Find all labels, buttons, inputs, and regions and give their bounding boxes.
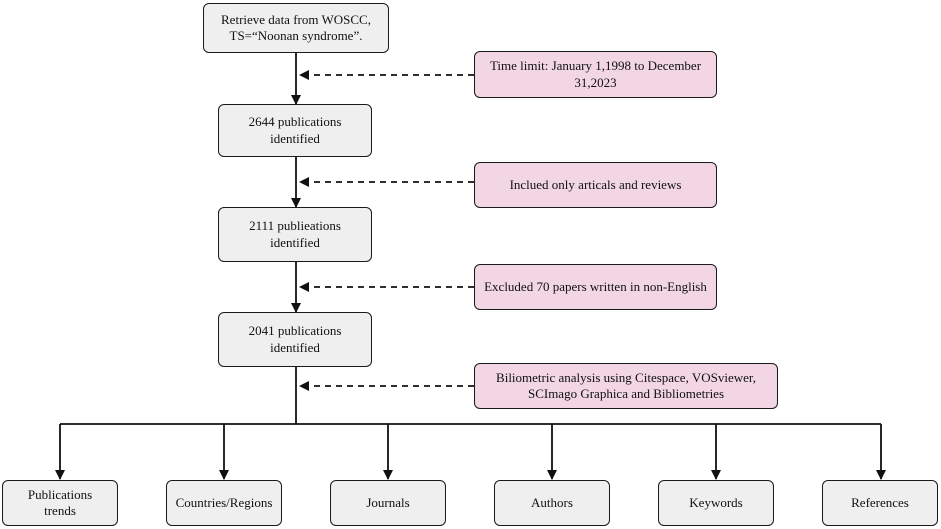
output-references-label: References bbox=[851, 494, 909, 510]
step-2644-publications: 2644 publications identified bbox=[218, 104, 372, 157]
output-countries-regions-label: Countries/Regions bbox=[175, 494, 273, 510]
filter-bibliometric-analysis-label: Biliometric analysis using Citespace, VO… bbox=[496, 369, 756, 401]
output-keywords: Keywords bbox=[658, 480, 774, 526]
step-2111-publications-label: 2111 publieations identified bbox=[249, 218, 341, 250]
filter-articles-reviews-label: Inclued only articals and reviews bbox=[509, 176, 682, 192]
output-references: References bbox=[822, 480, 938, 526]
filter-articles-reviews: Inclued only articals and reviews bbox=[474, 162, 717, 208]
output-publications-trends-label: Publications trends bbox=[27, 486, 93, 518]
filter-time-limit: Time limit: January 1,1998 to December 3… bbox=[474, 51, 717, 98]
filter-non-english-label: Excluded 70 papers written in non-Englis… bbox=[484, 278, 707, 294]
step-2041-publications-label: 2041 publications identified bbox=[248, 323, 342, 355]
filter-bibliometric-analysis: Biliometric analysis using Citespace, VO… bbox=[474, 363, 778, 409]
output-journals-label: Journals bbox=[366, 494, 410, 510]
output-authors-label: Authors bbox=[531, 494, 573, 510]
output-journals: Journals bbox=[330, 480, 446, 526]
step-2111-publications: 2111 publieations identified bbox=[218, 207, 372, 262]
step-2644-publications-label: 2644 publications identified bbox=[248, 114, 342, 146]
filter-time-limit-label: Time limit: January 1,1998 to December 3… bbox=[489, 58, 702, 90]
filter-non-english: Excluded 70 papers written in non-Englis… bbox=[474, 264, 717, 310]
output-publications-trends: Publications trends bbox=[2, 480, 118, 526]
output-countries-regions: Countries/Regions bbox=[166, 480, 282, 526]
output-keywords-label: Keywords bbox=[689, 494, 743, 510]
step-2041-publications: 2041 publications identified bbox=[218, 312, 372, 367]
step-retrieve-data: Retrieve data from WOSCC, TS=“Noonan syn… bbox=[203, 3, 389, 53]
output-authors: Authors bbox=[494, 480, 610, 526]
step-retrieve-data-label: Retrieve data from WOSCC, TS=“Noonan syn… bbox=[221, 11, 371, 43]
